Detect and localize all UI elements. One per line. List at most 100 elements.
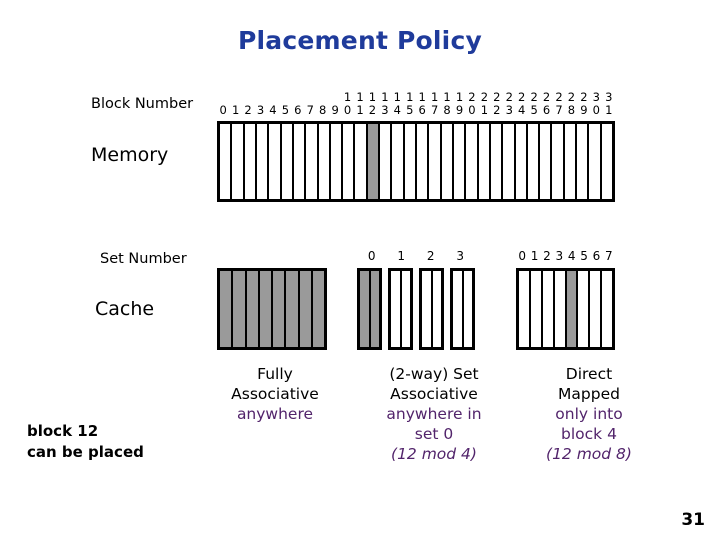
memory-block-14 [392,124,403,199]
memory-block-11 [355,124,366,199]
direct-mapped-cell-7 [602,271,612,347]
set-associative-cell-s2-w0 [422,271,431,347]
fully-associative-cell-0 [220,271,232,347]
block-number-tens-digit: 3 [605,90,613,104]
page-number: 31 [681,510,705,530]
memory-block-5 [281,124,292,199]
block-number-4: 4 [267,82,279,118]
block-number-tens-digit: 2 [468,90,476,104]
fully-associative-cell-6 [299,271,311,347]
block-number-tens-digit: 1 [393,90,401,104]
direct-mapped-caption-mod: (12 mod 8) [546,445,632,463]
set-associative-caption-mod: (12 mod 4) [391,445,477,463]
set-associative-cell-s0-w0 [360,271,369,347]
fully-associative-cell-5 [286,271,298,347]
block-number-ones-digit: 6 [418,103,426,117]
block-number-ones-digit: 2 [493,103,501,117]
block-placement-note-line1: block 12 [27,422,99,440]
direct-mapped-caption-line2: Mapped [558,385,620,403]
fully-associative-caption: Fully Associative anywhere [196,364,354,424]
block-number-ones-digit: 2 [368,103,377,117]
memory-block-17 [429,124,440,199]
direct-mapped-caption-accent2: block 4 [561,425,617,443]
set-associative-set-3 [450,268,475,350]
block-number-1: 1 [229,82,241,118]
memory-block-21 [478,124,489,199]
memory-block-1 [232,124,243,199]
block-placement-note-line2: can be placed [27,443,144,461]
memory-block-7 [306,124,317,199]
block-number-ones-digit: 4 [269,103,277,117]
block-number-ones-digit: 1 [605,103,613,117]
memory-block-bar [217,121,615,202]
set-associative-set-0 [357,268,382,350]
fully-associative-cell-7 [312,271,324,347]
block-number-ones-digit: 1 [480,103,489,117]
direct-mapped-label-2: 2 [543,249,551,263]
block-number-3: 3 [254,82,266,118]
block-number-ones-digit: 1 [356,103,364,117]
block-number-ones-digit: 7 [306,103,314,117]
set-associative-set-2 [419,268,444,350]
memory-block-26 [540,124,551,199]
memory-block-25 [527,124,539,199]
block-number-tens-digit: 2 [530,90,538,104]
block-number-ones-digit: 8 [443,103,451,117]
block-number-ones-digit: 0 [343,103,352,117]
direct-mapped-caption-line1: Direct [565,365,613,383]
block-number-tens-digit: 2 [480,90,489,104]
block-number-6: 6 [292,82,304,118]
set-number-label: Set Number [100,251,187,267]
block-number-ones-digit: 1 [231,103,240,117]
block-number-2: 2 [242,82,254,118]
block-number-9: 9 [329,82,341,118]
set-associative-cell-s2-w1 [432,271,441,347]
direct-mapped-label-6: 6 [592,249,601,263]
fully-associative-cell-2 [246,271,258,347]
block-number-ones-digit: 5 [281,103,290,117]
memory-label: Memory [91,144,169,166]
set-associative-caption-line2: Associative [390,385,478,403]
block-number-tens-digit: 1 [455,90,464,104]
block-number-ones-digit: 8 [567,103,576,117]
block-number-ones-digit: 9 [455,103,464,117]
direct-mapped-caption-accent1: only into [555,405,623,423]
direct-mapped-cell-0 [519,271,529,347]
fully-associative-cache [217,268,327,350]
block-placement-note: block 12 can be placed [27,421,144,463]
fully-associative-caption-line2: Associative [231,385,319,403]
block-number-tens-digit: 1 [381,90,389,104]
block-number-tens-digit: 1 [430,90,439,104]
memory-block-31 [601,124,612,199]
cache-label: Cache [95,298,155,320]
block-number-ones-digit: 3 [256,103,265,117]
block-number-ones-digit: 0 [592,103,600,117]
memory-block-20 [466,124,477,199]
block-number-5: 5 [279,82,291,118]
memory-block-10 [343,124,354,199]
block-number-ones-digit: 7 [430,103,439,117]
block-number-tens-digit: 2 [555,90,563,104]
set-associative-set-1 [388,268,413,350]
block-number-tens-digit: 2 [505,90,513,104]
block-number-label: Block Number [91,96,194,112]
memory-block-23 [503,124,514,199]
direct-mapped-label-1: 1 [530,249,539,263]
direct-mapped-cell-5 [578,271,589,347]
memory-block-4 [269,124,280,199]
memory-block-15 [404,124,415,199]
memory-block-6 [293,124,305,199]
block-number-0: 0 [217,82,229,118]
set-label-2: 2 [426,249,435,263]
